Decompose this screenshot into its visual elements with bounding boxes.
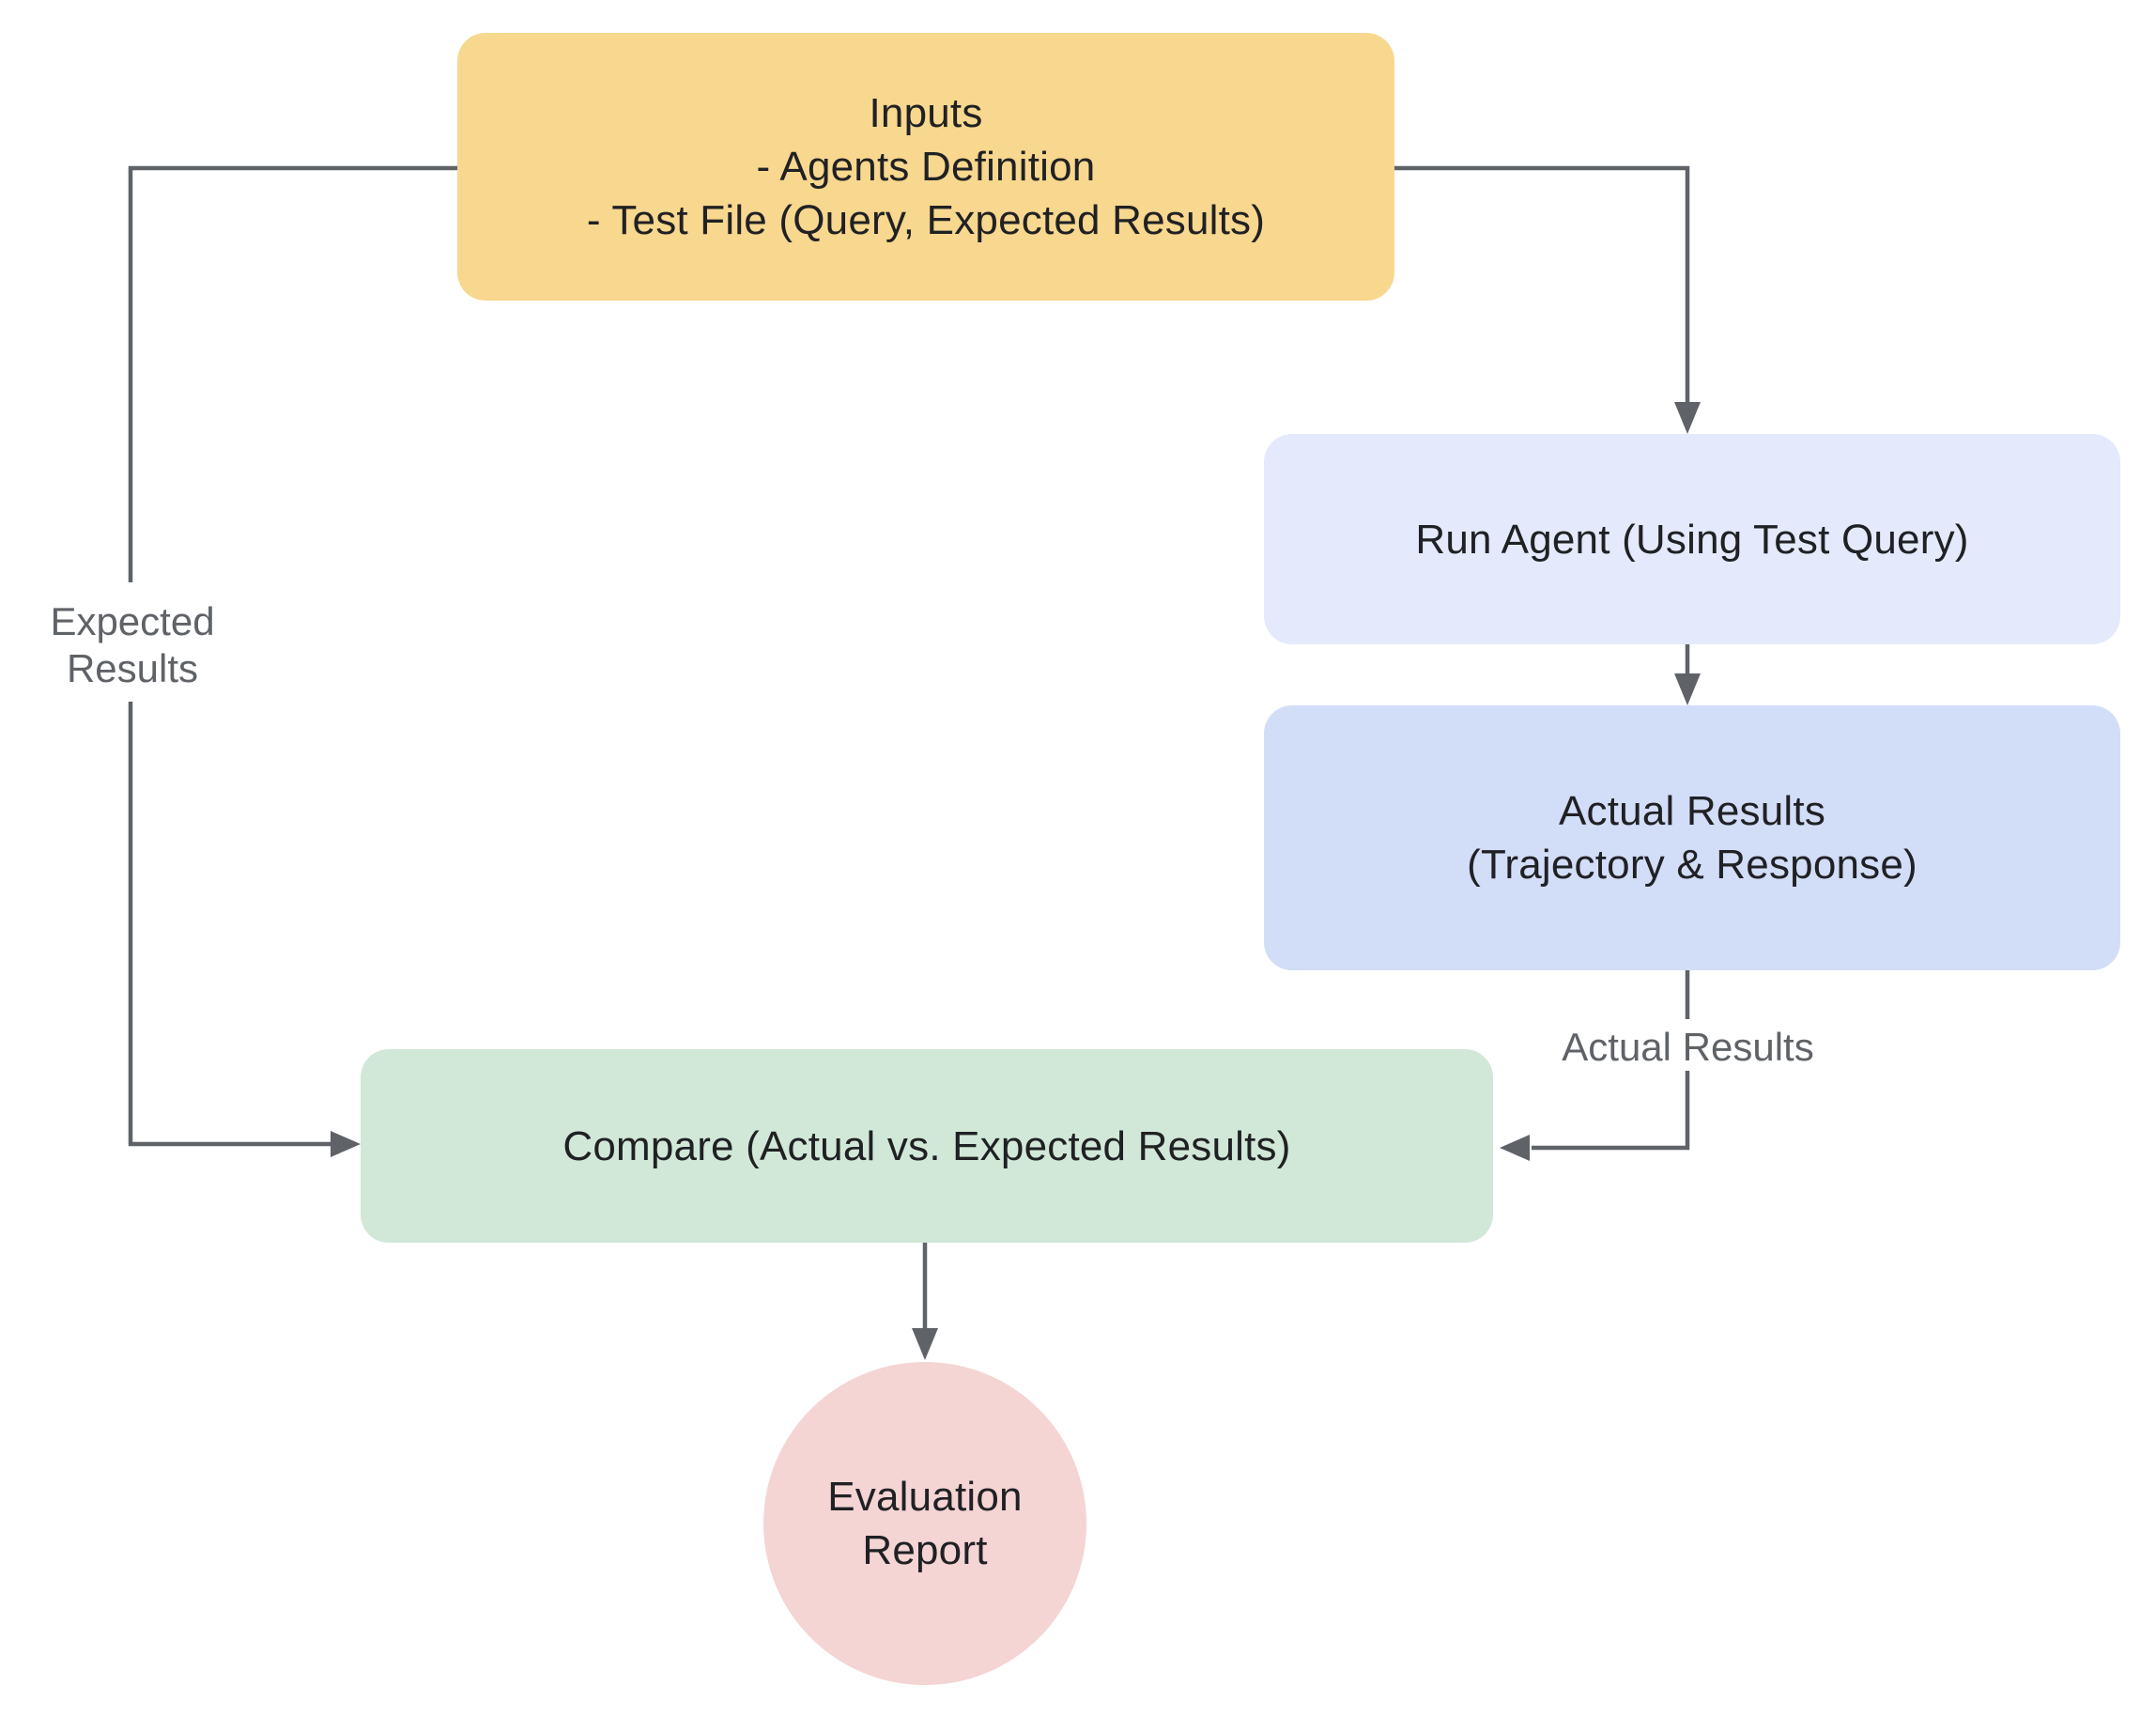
node-compare-label: Compare (Actual vs. Expected Results) (562, 1122, 1291, 1169)
edge-label-expected-results-line1: Expected (50, 599, 215, 643)
node-run-agent-label: Run Agent (Using Test Query) (1415, 516, 1969, 563)
node-evaluation-report-line2: Report (862, 1527, 988, 1573)
node-inputs: Inputs - Agents Definition - Test File (… (457, 33, 1394, 301)
edge-label-expected-results-line2: Results (66, 646, 199, 690)
edge-compare-to-report (912, 1243, 938, 1360)
edge-inputs-to-run-agent (1394, 165, 1701, 434)
node-evaluation-report-line1: Evaluation (827, 1474, 1023, 1520)
arrowhead-down-icon (912, 1328, 938, 1360)
arrowhead-left-icon (1500, 1135, 1530, 1161)
node-actual-results: Actual Results (Trajectory & Response) (1264, 705, 2120, 970)
edge-label-expected-results: Expected Results (10, 598, 254, 692)
arrowhead-down-icon (1674, 402, 1701, 434)
edge-run-agent-to-actual-results (1674, 644, 1701, 705)
node-evaluation-report: Evaluation Report (763, 1362, 1086, 1685)
node-actual-results-line1: Actual Results (1558, 788, 1826, 834)
node-inputs-title: Inputs (869, 90, 983, 136)
node-run-agent: Run Agent (Using Test Query) (1264, 434, 2120, 644)
edge-inputs-to-compare (128, 165, 457, 1157)
edge-actual-results-to-compare (1500, 970, 1690, 1161)
node-inputs-item-agents-definition: - Agents Definition (756, 144, 1096, 190)
arrowhead-right-icon (331, 1131, 361, 1157)
node-actual-results-line2: (Trajectory & Response) (1467, 842, 1917, 888)
arrowhead-down-icon (1674, 673, 1701, 705)
edge-label-actual-results: Actual Results (1549, 1024, 1826, 1071)
node-inputs-item-test-file: - Test File (Query, Expected Results) (586, 197, 1266, 243)
node-compare: Compare (Actual vs. Expected Results) (361, 1049, 1493, 1243)
